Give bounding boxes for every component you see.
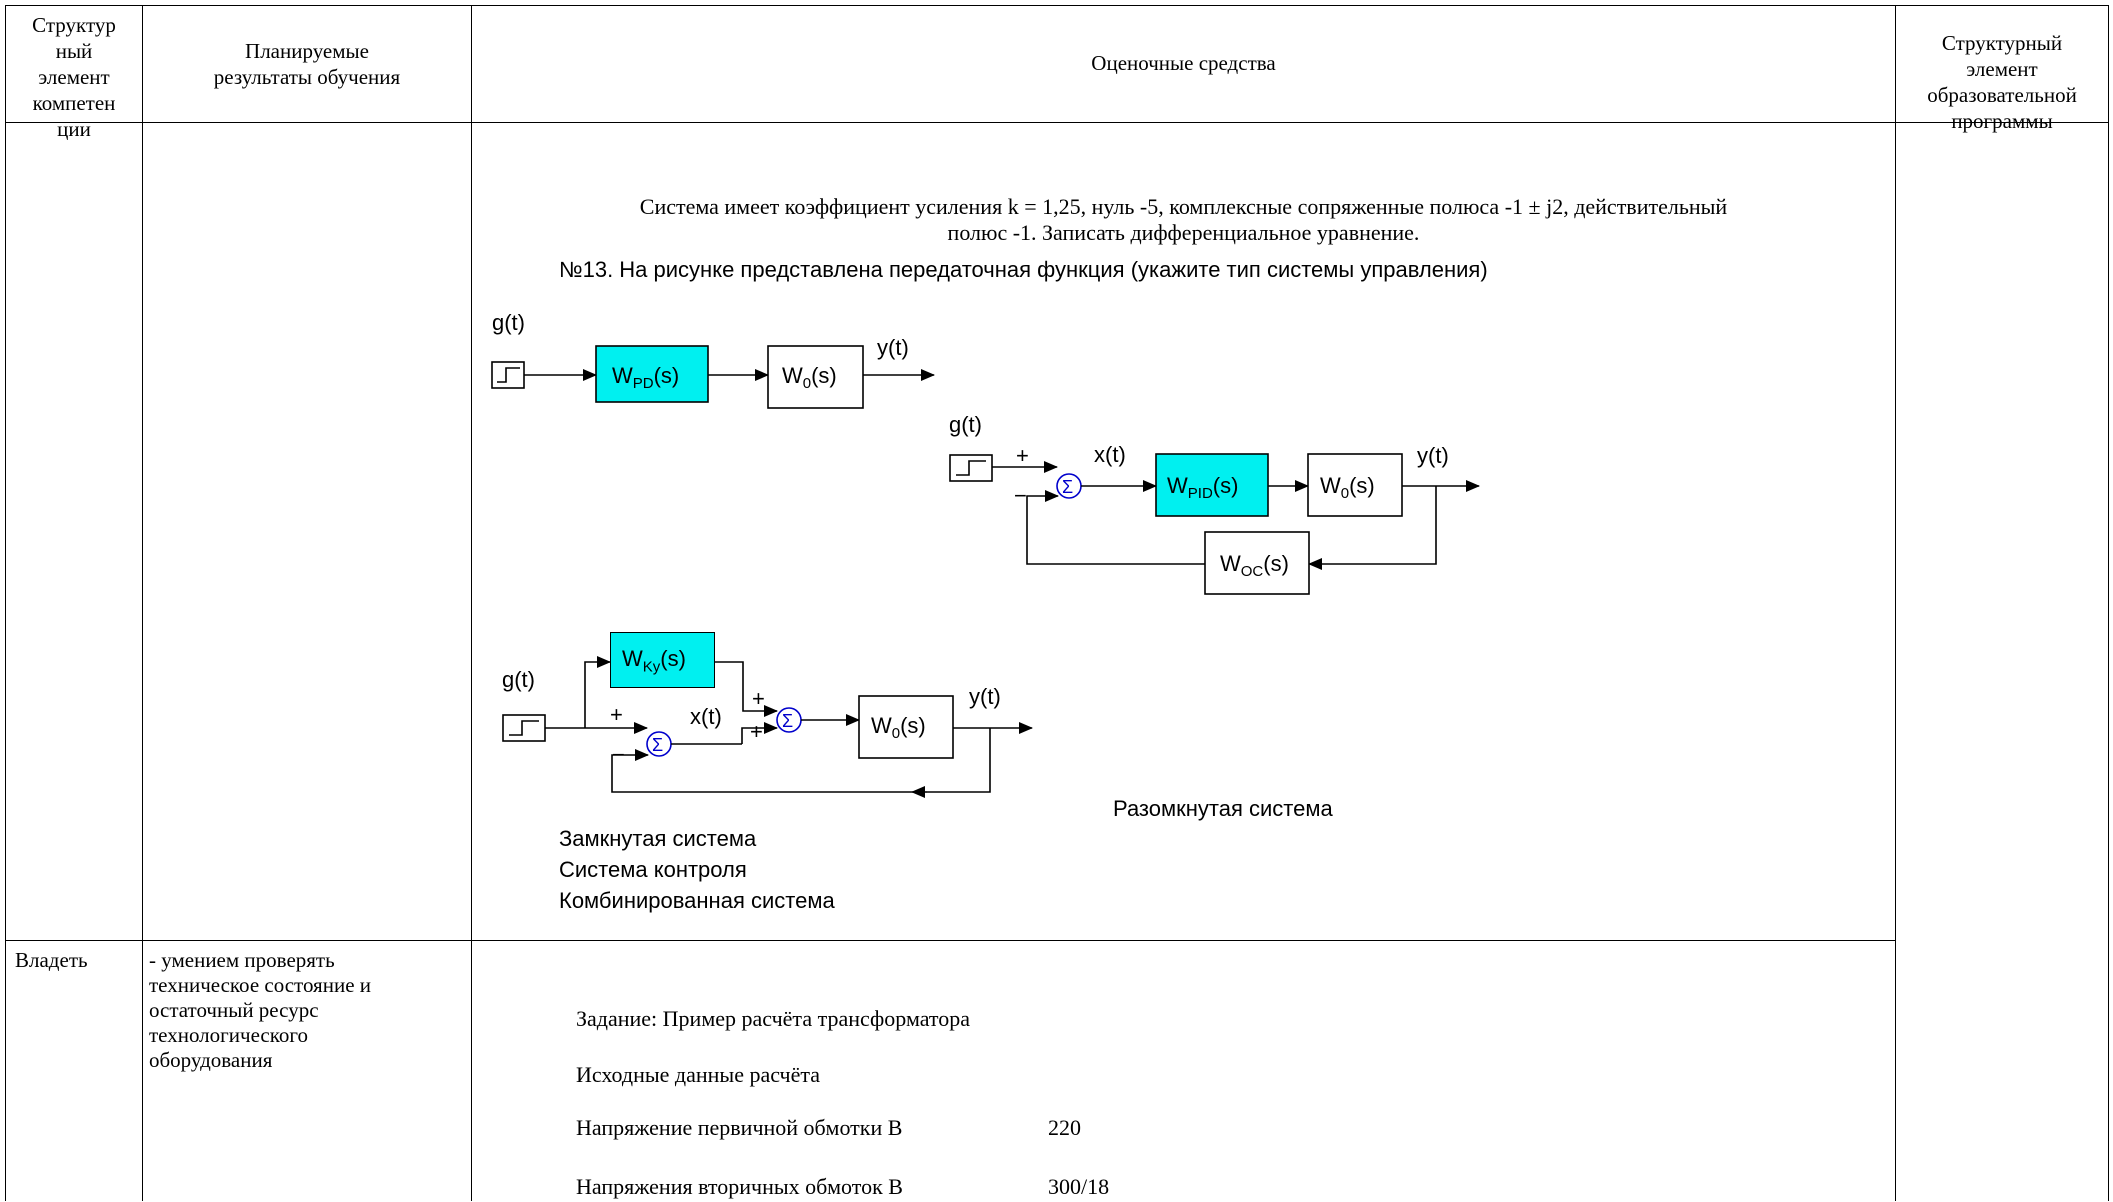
source-data-title: Исходные данные расчёта (576, 1062, 821, 1087)
svg-text:y(t): y(t) (1417, 443, 1449, 468)
d3-input-label: g(t) (502, 667, 535, 692)
problem-statement: Система имеет коэффициент усиления k = 1… (639, 194, 1728, 245)
svg-text:x(t): x(t) (1094, 442, 1126, 467)
option-open-system: Разомкнутая система (1113, 796, 1333, 821)
option-control-system: Система контроля (559, 857, 747, 882)
d1-output-label: y(t) (877, 335, 909, 360)
block-diagrams: g(t) WPD(s) W0(s) y(t) g(t) + Σ x(t) WPI… (491, 310, 1480, 595)
option-combined-system: Комбинированная система (559, 888, 835, 913)
d2-step-icon (949, 454, 993, 482)
d3-block-w0 (858, 695, 954, 759)
header-program-element: Структурный элемент образовательной прог… (1927, 31, 2077, 133)
d2-block-feedback (1204, 531, 1310, 595)
d3-ky-block-bg (610, 632, 715, 688)
svg-text:WPID(s): WPID(s) (1167, 473, 1238, 502)
header-assessment-tools: Оценочные средства (1091, 51, 1276, 75)
d1-input-label: g(t) (492, 310, 525, 335)
svg-text:W0(s): W0(s) (1320, 473, 1375, 502)
svg-text:−: − (1014, 483, 1027, 508)
block-diagram-combined: g(t) (502, 667, 546, 742)
diagram-pid-closed-loop: g(t) + Σ x(t) WPID(s) W0(s) y(t) WOC(s) … (949, 412, 1480, 595)
task-title: Задание: Пример расчёта трансформатора (576, 1006, 971, 1031)
param-secondary-label: Напряжения вторичных обмоток В (576, 1174, 903, 1199)
table-top-border (5, 5, 2109, 6)
d3-ky-block-label: WKy(s) (622, 646, 686, 676)
option-closed-system: Замкнутая система (559, 826, 757, 851)
d1-block-pd (595, 345, 709, 403)
table-left-border (5, 5, 6, 1201)
col1-border (142, 5, 143, 1201)
param-primary-value: 220 (1048, 1115, 1081, 1140)
svg-text:+: + (610, 702, 623, 727)
question-13: №13. На рисунке представлена передаточна… (559, 257, 1488, 282)
svg-text:+: + (750, 719, 763, 744)
param-primary-label: Напряжение первичной обмотки В (576, 1115, 903, 1140)
svg-text:WPD(s): WPD(s) (612, 363, 679, 392)
d2-input-label: g(t) (949, 412, 982, 437)
svg-text:Σ: Σ (1062, 477, 1073, 497)
header-bottom-border (5, 122, 2109, 123)
svg-text:+: + (1016, 443, 1029, 468)
d1-step-symbol (497, 367, 520, 383)
col2-border (471, 5, 472, 1201)
svg-text:Σ: Σ (652, 735, 663, 755)
d2-block-w0 (1307, 453, 1403, 517)
svg-text:WOC(s): WOC(s) (1220, 551, 1289, 580)
col3-border (1895, 5, 1896, 1201)
svg-text:Σ: Σ (782, 711, 793, 731)
d3-step-icon (502, 714, 546, 742)
table-right-border (2108, 5, 2109, 1201)
svg-text:W0(s): W0(s) (871, 713, 926, 742)
svg-text:W0(s): W0(s) (782, 363, 837, 392)
header-structural-element: Структур ный элемент компетен ции (32, 13, 116, 141)
answer-options: Замкнутая система Система контроля Комби… (559, 823, 835, 916)
diagram3: + WKy(s) + Σ − x(t) + Σ W0(s) y(t) (545, 648, 1033, 798)
header-planned-results: Планируемые результаты обучения (213, 39, 401, 89)
row2-element: Владеть (15, 948, 88, 972)
d2-block-pid (1155, 453, 1269, 517)
svg-text:x(t): x(t) (690, 704, 722, 729)
d1-block-w0 (767, 345, 864, 409)
row1-separator (5, 940, 1895, 941)
param-secondary-value: 300/18 (1048, 1174, 1110, 1199)
svg-text:+: + (752, 686, 765, 711)
d1-step-icon (491, 361, 525, 389)
diagram-pd-open-loop: g(t) WPD(s) W0(s) y(t) (491, 310, 935, 409)
svg-text:y(t): y(t) (969, 684, 1001, 709)
row2-result: - умением проверять техническое состояни… (149, 948, 371, 1072)
